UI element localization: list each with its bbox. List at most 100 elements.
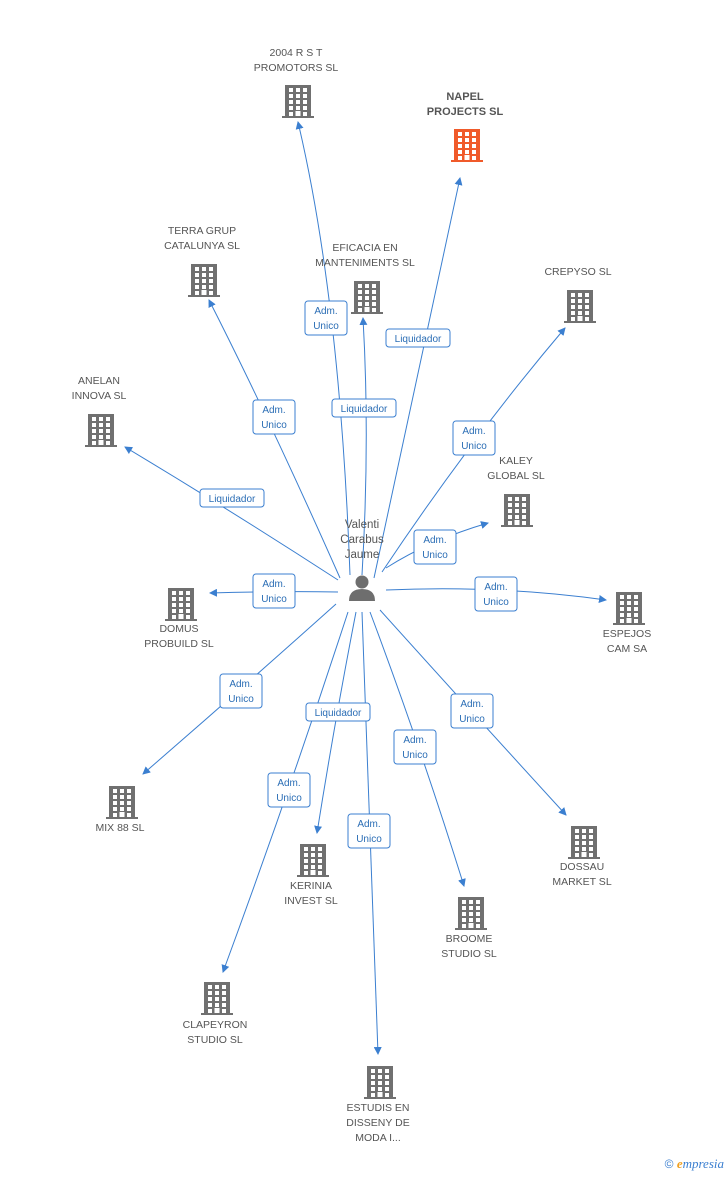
company-label: KALEY (499, 455, 533, 467)
relation-text: Liquidador (395, 334, 442, 345)
company-label: TERRA GRUP (168, 225, 236, 237)
building-icon (501, 494, 533, 527)
relation-label-anelan[interactable]: Liquidador (199, 488, 265, 508)
relation-label-dossau[interactable]: Adm.Unico (450, 693, 494, 729)
company-label: GLOBAL SL (487, 470, 545, 482)
building-icon (455, 897, 487, 930)
building-icon (201, 982, 233, 1015)
relation-label-napel[interactable]: Liquidador (385, 328, 451, 348)
company-label: MODA I... (355, 1132, 401, 1144)
company-label: MANTENIMENTS SL (315, 257, 415, 269)
relation-label-kaley[interactable]: Adm. Unico (413, 529, 457, 565)
company-label: DOMUS (159, 623, 198, 635)
building-icon (564, 290, 596, 323)
building-icon (188, 264, 220, 297)
company-label: PROMOTORS SL (254, 62, 339, 74)
relation-label-eficacia[interactable]: Liquidador (331, 398, 397, 418)
relation-labels-layer: Adm.UnicoLiquidadorAdm.UnicoLiquidadorAd… (199, 300, 518, 849)
company-node-eficacia[interactable]: EFICACIA EN MANTENIMENTS SL (315, 242, 415, 314)
company-label: ESPEJOS (603, 628, 651, 640)
company-label: BROOME (446, 933, 493, 945)
relation-label-estudis[interactable]: Adm.Unico (347, 813, 391, 849)
company-label: MIX 88 SL (95, 822, 144, 834)
relation-text: Unico (228, 694, 254, 705)
person-name: Valenti (345, 519, 379, 531)
company-node-domus[interactable]: DOMUS PROBUILD SL (144, 588, 214, 650)
relation-label-domus[interactable]: Adm.Unico (252, 573, 296, 609)
relation-text: Unico (402, 750, 428, 761)
relation-box (450, 693, 494, 729)
company-label: CAM SA (607, 643, 647, 655)
relation-box (413, 529, 457, 565)
person-name: Jaume (345, 549, 380, 561)
edge-rst (295, 121, 351, 576)
relation-label-rst[interactable]: Adm.Unico (304, 300, 348, 336)
building-icon (106, 786, 138, 819)
relation-label-crepyso[interactable]: Adm.Unico (452, 420, 496, 456)
relation-box (305, 702, 371, 722)
brand-footer[interactable]: © empresia (665, 1156, 724, 1172)
building-icon (282, 85, 314, 118)
company-node-espejos[interactable]: ESPEJOS CAM SA (603, 592, 651, 655)
relation-text: Adm. (462, 426, 485, 437)
relation-text: Adm. (277, 778, 300, 789)
relation-text: Adm. (229, 679, 252, 690)
company-node-kaley[interactable]: KALEY GLOBAL SL (487, 455, 545, 527)
relation-text: Liquidador (341, 404, 388, 415)
relation-text: Unico (313, 321, 339, 332)
relation-text: Unico (261, 594, 287, 605)
building-icon (613, 592, 645, 625)
company-node-terra[interactable]: TERRA GRUP CATALUNYA SL (164, 225, 240, 297)
company-node-anelan[interactable]: ANELAN INNOVA SL (72, 375, 127, 447)
company-label: STUDIO SL (187, 1034, 243, 1046)
relation-label-broome[interactable]: Adm.Unico (393, 729, 437, 765)
edge-napel (373, 177, 463, 579)
relation-box (252, 399, 296, 435)
company-node-rst[interactable]: 2004 R S T PROMOTORS SL (254, 47, 339, 118)
edge-anelan (124, 446, 339, 581)
company-label: PROJECTS SL (427, 106, 504, 118)
relation-label-clapeyron[interactable]: Adm.Unico (267, 772, 311, 808)
building-icon (297, 844, 329, 877)
edge-eficacia (359, 317, 368, 576)
relation-text: Liquidador (315, 708, 362, 719)
copyright-icon: © (664, 1157, 674, 1171)
relation-box (331, 398, 397, 418)
relation-text: Adm. (423, 535, 446, 546)
company-label: INNOVA SL (72, 390, 127, 402)
relation-box (304, 300, 348, 336)
company-node-mix88[interactable]: MIX 88 SL (95, 786, 145, 834)
company-node-crepyso[interactable]: CREPYSO SL (544, 266, 612, 323)
person-icon (349, 575, 375, 601)
relation-text: Unico (422, 550, 448, 561)
relation-box (219, 673, 263, 709)
relation-box (267, 772, 311, 808)
relation-label-kerinia[interactable]: Liquidador (305, 702, 371, 722)
relation-label-espejos[interactable]: Adm.Unico (474, 576, 518, 612)
company-label: PROBUILD SL (144, 638, 214, 650)
building-icon (85, 414, 117, 447)
company-label: CATALUNYA SL (164, 240, 240, 252)
company-label: ESTUDIS EN (346, 1102, 409, 1114)
company-label: ANELAN (78, 375, 120, 387)
relation-label-terra[interactable]: Adm.Unico (252, 399, 296, 435)
company-label: CREPYSO SL (544, 266, 611, 278)
relation-text: Unico (356, 834, 382, 845)
company-label: MARKET SL (552, 876, 611, 888)
relation-text: Adm. (484, 582, 507, 593)
person-name: Carabus (340, 534, 384, 546)
company-label: EFICACIA EN (332, 242, 397, 254)
company-label: KERINIA (290, 880, 332, 892)
company-label: 2004 R S T (270, 47, 324, 59)
building-icon (451, 129, 483, 162)
relation-label-mix88[interactable]: Adm. Unico (219, 673, 263, 709)
